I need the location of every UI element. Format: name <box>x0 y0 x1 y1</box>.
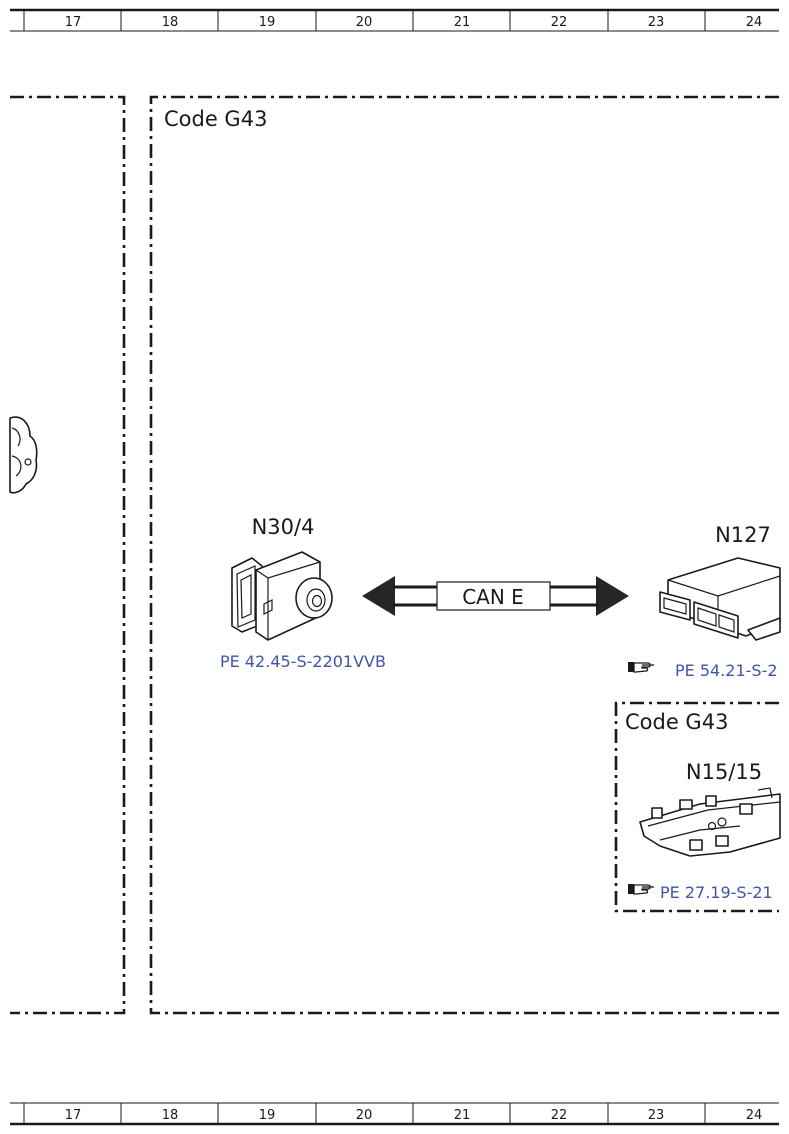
top-ruler-col-20: 20 <box>356 15 373 30</box>
component-n15-15[interactable]: N15/15 PE 27.19-S-21 <box>628 760 781 902</box>
left-frame <box>9 95 126 1015</box>
n30-4-drawing <box>231 551 333 641</box>
can-bus-arrow-right-icon <box>596 576 629 616</box>
sub-frame: Code G43 <box>614 701 779 913</box>
n30-4-label: N30/4 <box>252 515 315 539</box>
pointing-hand-icon <box>628 662 654 673</box>
top-ruler: 17 18 19 20 21 22 23 24 <box>10 8 779 32</box>
can-e-bus: CAN E <box>362 576 629 616</box>
partial-component-left <box>9 416 38 494</box>
bottom-ruler-col-24: 24 <box>746 1108 763 1123</box>
main-frame-code-label: Code G43 <box>164 107 267 131</box>
bottom-ruler-col-20: 20 <box>356 1108 373 1123</box>
top-ruler-col-19: 19 <box>259 15 276 30</box>
bottom-ruler-col-17: 17 <box>65 1108 82 1123</box>
component-n30-4[interactable]: N30/4 PE 42.45-S-2201VVB <box>220 515 386 671</box>
can-bus-arrow-left-icon <box>362 576 395 616</box>
n127-reference[interactable]: PE 54.21-S-2 <box>628 661 778 680</box>
bottom-ruler-col-19: 19 <box>259 1108 276 1123</box>
top-ruler-col-24: 24 <box>746 15 763 30</box>
pointing-hand-icon <box>628 884 654 895</box>
n15-15-label: N15/15 <box>686 760 762 784</box>
main-frame: Code G43 <box>149 95 779 1015</box>
n127-reference-link[interactable]: PE 54.21-S-2 <box>675 661 778 680</box>
n15-15-reference[interactable]: PE 27.19-S-21 <box>628 883 773 902</box>
n15-15-reference-link[interactable]: PE 27.19-S-21 <box>660 883 773 902</box>
sub-frame-code-label: Code G43 <box>625 710 728 734</box>
n127-drawing <box>659 557 781 641</box>
n30-4-reference-link[interactable]: PE 42.45-S-2201VVB <box>220 652 386 671</box>
component-n127[interactable]: N127 PE 54.21-S-2 <box>628 523 781 680</box>
n127-label: N127 <box>715 523 771 547</box>
bottom-ruler: 17 18 19 20 21 22 23 24 <box>10 1102 779 1126</box>
bottom-ruler-col-18: 18 <box>162 1108 179 1123</box>
can-e-label-box <box>436 581 551 611</box>
top-ruler-col-21: 21 <box>454 15 471 30</box>
top-ruler-col-18: 18 <box>162 15 179 30</box>
bottom-ruler-col-21: 21 <box>454 1108 471 1123</box>
bottom-ruler-col-23: 23 <box>648 1108 665 1123</box>
top-ruler-col-22: 22 <box>551 15 568 30</box>
top-ruler-col-23: 23 <box>648 15 665 30</box>
can-e-label: CAN E <box>462 585 524 609</box>
bottom-ruler-col-22: 22 <box>551 1108 568 1123</box>
n15-15-drawing <box>639 787 781 857</box>
top-ruler-col-17: 17 <box>65 15 82 30</box>
